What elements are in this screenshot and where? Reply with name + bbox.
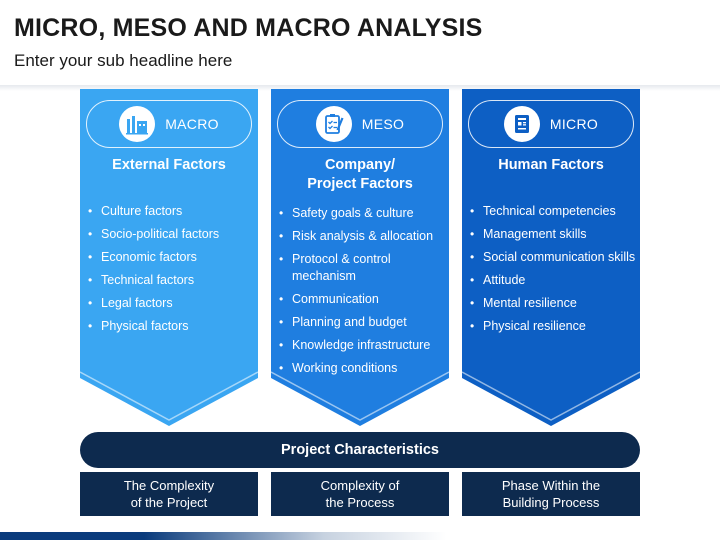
list-item: Technical competencies <box>470 203 636 220</box>
micro-pill: MICRO <box>468 100 634 148</box>
meso-factor-list: Safety goals & culture Risk analysis & a… <box>279 205 445 383</box>
meso-pill: MESO <box>277 100 443 148</box>
list-item: Socio-political factors <box>88 226 254 243</box>
list-item: Physical resilience <box>470 318 636 335</box>
macro-heading: External Factors <box>112 157 226 173</box>
id-card-icon <box>503 106 540 142</box>
micro-factor-list: Technical competencies Management skills… <box>470 203 636 341</box>
project-characteristics-bar: Project Characteristics <box>80 432 640 468</box>
complexity-process-box: Complexity of the Process <box>271 472 449 516</box>
list-item: Technical factors <box>88 272 254 289</box>
page-title: MICRO, MESO AND MACRO ANALYSIS <box>14 14 483 42</box>
list-item: Mental resilience <box>470 295 636 312</box>
list-item: Culture factors <box>88 203 254 220</box>
checklist-pen-icon <box>315 106 352 142</box>
macro-pill: MACRO <box>86 100 252 148</box>
list-item: Protocol & control mechanism <box>279 251 445 285</box>
meso-label: MESO <box>361 116 405 132</box>
list-item: Physical factors <box>88 318 254 335</box>
list-item: Working conditions <box>279 360 445 377</box>
list-item: Management skills <box>470 226 636 243</box>
building-phase-box: Phase Within the Building Process <box>462 472 640 516</box>
header-divider <box>0 85 720 91</box>
macro-label: MACRO <box>165 116 219 132</box>
list-item: Knowledge infrastructure <box>279 337 445 354</box>
list-item: Economic factors <box>88 249 254 266</box>
project-characteristics-label: Project Characteristics <box>281 442 439 458</box>
list-item: Legal factors <box>88 295 254 312</box>
list-item: Planning and budget <box>279 314 445 331</box>
meso-column: MESO Company/ Project Factors Safety goa… <box>271 89 449 426</box>
factory-icon <box>119 106 156 142</box>
list-item: Communication <box>279 291 445 308</box>
micro-label: MICRO <box>549 116 599 132</box>
complexity-project-box: The Complexity of the Project <box>80 472 258 516</box>
micro-heading: Human Factors <box>498 157 604 173</box>
micro-column: MICRO Human Factors Technical competenci… <box>462 89 640 426</box>
footer-gradient-bar <box>0 532 720 540</box>
meso-heading: Company/ Project Factors <box>307 157 413 192</box>
macro-factor-list: Culture factors Socio-political factors … <box>88 203 254 341</box>
list-item: Risk analysis & allocation <box>279 228 445 245</box>
page-subtitle: Enter your sub headline here <box>14 51 233 70</box>
list-item: Social communication skills <box>470 249 636 266</box>
list-item: Attitude <box>470 272 636 289</box>
list-item: Safety goals & culture <box>279 205 445 222</box>
macro-column: MACRO External Factors Culture factors S… <box>80 89 258 426</box>
